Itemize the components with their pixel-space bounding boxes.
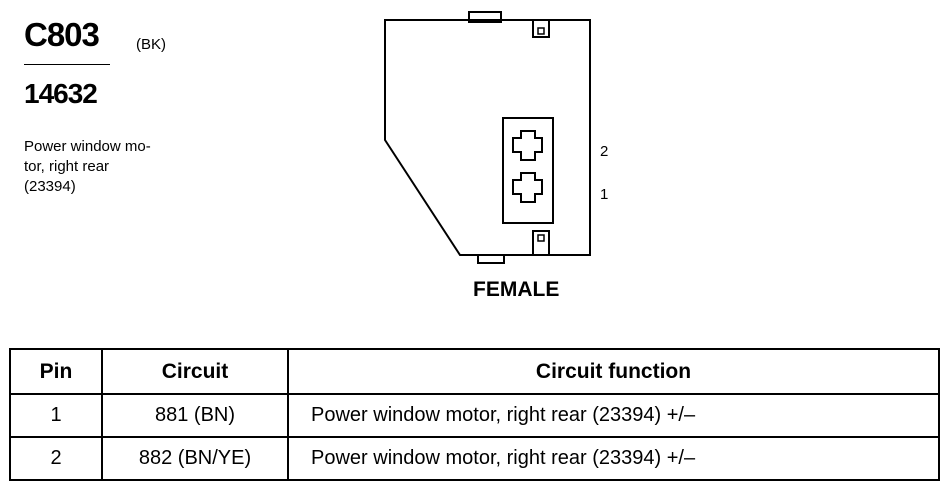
connector-face-diagram <box>384 11 591 264</box>
connector-top-key-slot <box>532 20 550 38</box>
connector-gender-label: FEMALE <box>473 278 560 301</box>
cell-circuit-function: Power window motor, right rear (23394) +… <box>287 436 940 481</box>
title-divider <box>24 64 110 65</box>
cell-pin: 2 <box>9 436 103 481</box>
column-header-circuit-function: Circuit function <box>287 348 940 395</box>
table-header-row: Pin Circuit Circuit function <box>9 348 940 395</box>
cell-pin: 1 <box>9 393 103 438</box>
description-line: tor, right rear <box>24 158 110 175</box>
description-line: Power window mo- <box>24 138 151 155</box>
cell-circuit-function: Power window motor, right rear (23394) +… <box>287 393 940 438</box>
column-header-circuit: Circuit <box>101 348 289 395</box>
table-row: 1 881 (BN) Power window motor, right rea… <box>9 393 940 438</box>
connector-top-latch <box>468 11 502 23</box>
pin-label-2: 2 <box>600 143 609 160</box>
column-header-pin: Pin <box>9 348 103 395</box>
description-line: (23394) <box>24 178 76 195</box>
cell-circuit: 882 (BN/YE) <box>101 436 289 481</box>
terminal-cavity-pin-2 <box>512 130 543 161</box>
color-code: (BK) <box>136 36 166 53</box>
connector-body-outline <box>384 19 591 256</box>
connector-bottom-key-slot <box>532 230 550 255</box>
pin-circuit-table: Pin Circuit Circuit function 1 881 (BN) … <box>9 348 940 481</box>
terminal-cavity-pin-1 <box>512 172 543 203</box>
pin-label-1: 1 <box>600 186 609 203</box>
cell-circuit: 881 (BN) <box>101 393 289 438</box>
part-number: 14632 <box>24 78 98 109</box>
terminal-housing <box>502 117 554 224</box>
connector-bottom-latch <box>477 254 505 264</box>
table-row: 2 882 (BN/YE) Power window motor, right … <box>9 436 940 481</box>
component-description: Power window mo- tor, right rear (23394) <box>24 137 194 197</box>
connector-id: C803 <box>24 16 100 53</box>
